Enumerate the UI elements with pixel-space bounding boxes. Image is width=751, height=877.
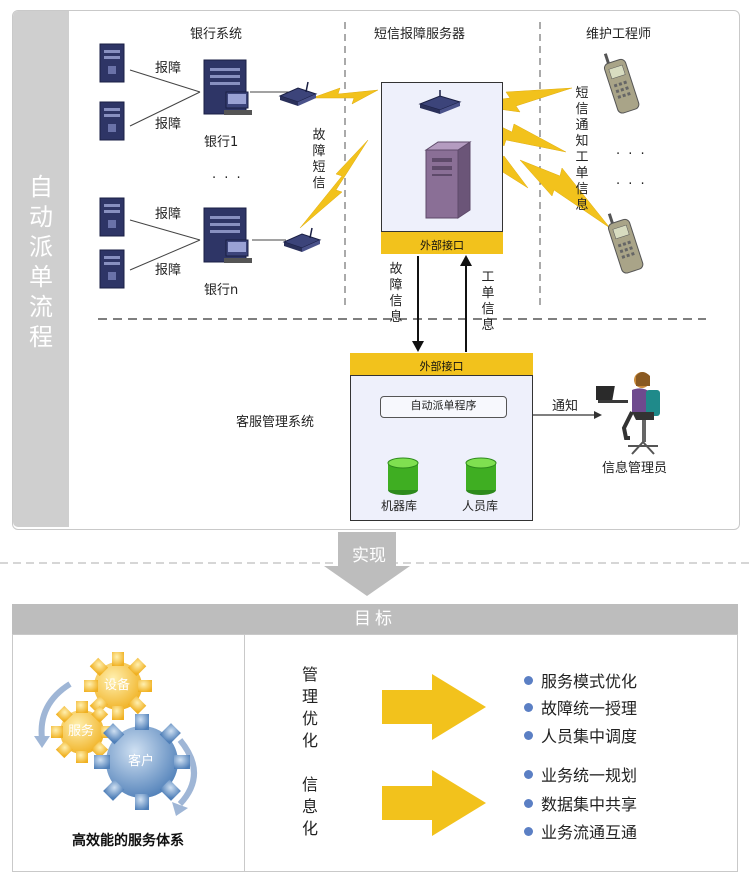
workstation-icon bbox=[99, 249, 125, 289]
ticket-info-label: 工单信息 bbox=[481, 270, 495, 333]
process-side-band bbox=[13, 11, 69, 527]
bank-workstations bbox=[99, 43, 125, 289]
sms-external-interface: 外部接口 bbox=[381, 231, 503, 254]
bullet-item: 业务流通互通 bbox=[524, 819, 637, 843]
goal-divider bbox=[244, 634, 245, 872]
info-manager-icon bbox=[596, 372, 660, 455]
bullet-item: 人员集中调度 bbox=[524, 723, 637, 747]
machine-db-label: 机器库 bbox=[381, 499, 418, 513]
implement-label: 实现 bbox=[352, 546, 386, 566]
bullet-item: 数据集中共享 bbox=[524, 791, 637, 815]
report-label-2: 报障 bbox=[155, 117, 182, 132]
bullet-dot-icon bbox=[524, 770, 533, 779]
fault-sms-label: 故障短信 bbox=[312, 128, 326, 191]
bullet-dot-icon bbox=[524, 731, 533, 740]
staff-db-icon bbox=[465, 457, 497, 495]
bank1-modem-icon bbox=[278, 81, 318, 106]
notify-sms-label: 短信通知工单信息 bbox=[575, 86, 589, 213]
workstation-icon bbox=[99, 197, 125, 237]
fault-info-label: 故障信息 bbox=[389, 262, 403, 325]
link-ws2-bank1 bbox=[129, 91, 201, 127]
implement-arrow-icon bbox=[324, 532, 410, 596]
cs-external-interface-label: 外部接口 bbox=[419, 360, 464, 373]
section-bank: 银行系统 bbox=[190, 27, 243, 42]
bolt-bank1-server bbox=[311, 87, 379, 105]
customer-service-box bbox=[350, 353, 533, 521]
phone-ellipsis-2: · · · bbox=[616, 177, 647, 192]
report-label-4: 报障 bbox=[155, 263, 182, 278]
link-ws3-bankn bbox=[129, 219, 201, 241]
dispatch-program-box bbox=[380, 396, 507, 418]
staff-db-label: 人员库 bbox=[462, 499, 499, 513]
engineer-phone-icon bbox=[607, 213, 644, 274]
bank-ellipsis: · · · bbox=[212, 171, 243, 186]
gear-customer bbox=[94, 714, 190, 810]
gear-device bbox=[84, 652, 152, 720]
info-manager-label: 信息管理员 bbox=[602, 461, 668, 476]
link-ws4-bankn bbox=[129, 239, 201, 271]
goal-header bbox=[12, 604, 738, 634]
sms-external-interface-label: 外部接口 bbox=[420, 239, 464, 252]
service-system-caption: 高效能的服务体系 bbox=[72, 833, 184, 849]
arrow-right-icon bbox=[382, 674, 486, 740]
report-label-1: 报障 bbox=[155, 61, 182, 76]
sms-server-modem-icon bbox=[418, 90, 462, 114]
cs-external-interface: 外部接口 bbox=[350, 353, 533, 376]
section-sms-server: 短信报障服务器 bbox=[374, 27, 466, 42]
link-ws1-bank1 bbox=[129, 69, 201, 93]
gear-device-label: 设备 bbox=[104, 678, 131, 693]
bullet-dot-icon bbox=[524, 676, 533, 685]
gear-service bbox=[51, 701, 113, 763]
bullet-dot-icon bbox=[524, 703, 533, 712]
bullet-dot-icon bbox=[524, 799, 533, 808]
gear-service-label: 服务 bbox=[68, 724, 95, 739]
section-engineer: 维护工程师 bbox=[586, 27, 652, 42]
dispatch-program-label: 自动派单程序 bbox=[410, 399, 477, 412]
bullet-item: 服务模式优化 bbox=[524, 668, 637, 692]
engineer-phone-icon bbox=[603, 53, 640, 114]
goal-label: 目标 bbox=[354, 609, 396, 629]
bank1-server-icon bbox=[203, 59, 252, 115]
bankn-modem-icon bbox=[282, 227, 322, 252]
bullet-item: 故障统一授理 bbox=[524, 695, 637, 719]
bolt-bankn-server bbox=[299, 139, 369, 229]
bankn-server-icon bbox=[203, 207, 252, 263]
sms-server-tower-icon bbox=[424, 141, 472, 219]
customer-service-label: 客服管理系统 bbox=[236, 415, 315, 430]
gear-customer-label: 客户 bbox=[128, 754, 155, 769]
report-label-3: 报障 bbox=[155, 207, 182, 222]
notify-label: 通知 bbox=[552, 399, 579, 414]
phone-ellipsis-1: · · · bbox=[616, 147, 647, 162]
group-title-informatization: 信息化 bbox=[301, 775, 318, 838]
process-title: 自动派单流程 bbox=[29, 173, 53, 351]
group-title-management: 管理优化 bbox=[301, 665, 318, 750]
workstation-icon bbox=[99, 43, 125, 83]
bank1-label: 银行1 bbox=[204, 135, 239, 150]
service-gears-icon bbox=[34, 652, 197, 816]
bullet-dot-icon bbox=[524, 827, 533, 836]
bullet-item: 业务统一规划 bbox=[524, 762, 637, 786]
workstation-icon bbox=[99, 101, 125, 141]
bankn-label: 银行n bbox=[204, 283, 239, 298]
machine-db-icon bbox=[387, 457, 419, 495]
arrow-right-icon bbox=[382, 770, 486, 836]
